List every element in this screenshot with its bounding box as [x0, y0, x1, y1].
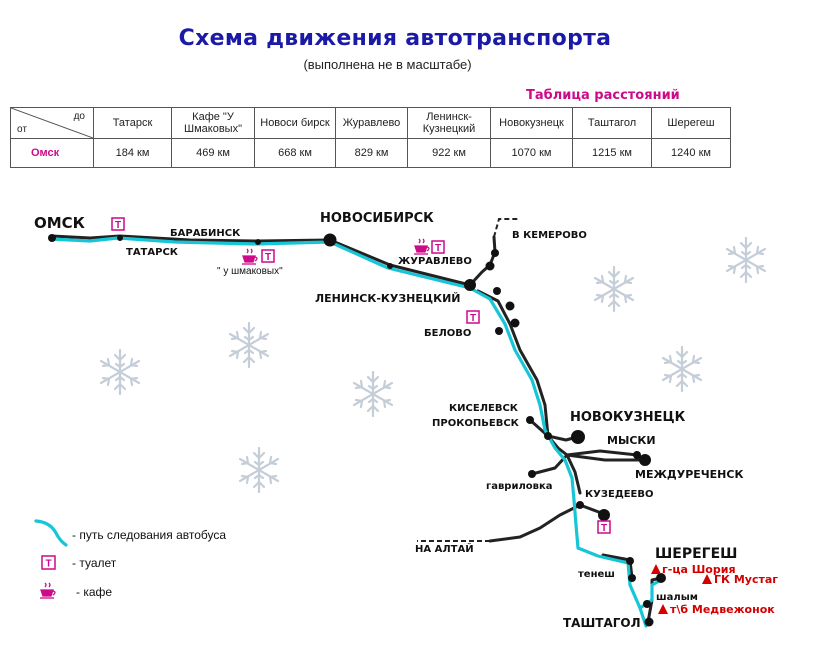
- toilet-icon: T: [597, 520, 611, 534]
- svg-text:T: T: [435, 243, 441, 254]
- city-label-shmakovykh: " у шмаковых": [217, 266, 283, 277]
- header-sheregesh: Шерегеш: [651, 107, 731, 139]
- toilet-icon: T: [466, 310, 480, 324]
- header-novosibirsk: Новоси бирск: [254, 107, 336, 139]
- city-label-altai: НА АЛТАЙ: [415, 542, 474, 555]
- page-title: Схема движения автотранспорта: [178, 26, 612, 51]
- city-label-barabinsk: БАРАБИНСК: [170, 228, 241, 239]
- city-label-omsk: ОМСК: [34, 214, 86, 232]
- road-to-kemerovo: [493, 218, 518, 238]
- distance-table-title: Таблица расстояний: [526, 88, 680, 103]
- city-label-novosibirsk: НОВОСИБИРСК: [320, 211, 434, 226]
- subtitle: (выполнена не в масштабе): [303, 57, 472, 72]
- distance-table-row: Омск 184 км 469 км 668 км 829 км 922 км …: [10, 138, 731, 168]
- legend-route-swatch: [34, 519, 68, 547]
- svg-text:T: T: [115, 220, 121, 231]
- header-tatarsk: Татарск: [93, 107, 172, 139]
- city-markers: [48, 233, 666, 627]
- city-label-leninsk: ЛЕНИНСК-КУЗНЕЦКИЙ: [315, 292, 461, 305]
- distance-cell: 1240 км: [651, 138, 731, 168]
- city-label-tashtagol: ТАШТАГОЛ: [563, 616, 641, 630]
- city-label-shalym: шалым: [656, 592, 698, 603]
- city-label-kiselevsk: КИСЕЛЕВСК: [449, 403, 519, 414]
- svg-text:т\б Медвежонок: т\б Медвежонок: [670, 603, 775, 616]
- svg-text:T: T: [470, 313, 476, 324]
- poi-gk-mustag: ГК Мустаг: [702, 573, 778, 586]
- toilet-icon: T: [111, 217, 125, 231]
- city-label-myski: МЫСКИ: [607, 434, 656, 447]
- city-label-prokopevsk: ПРОКОПЬЕВСК: [432, 418, 520, 429]
- toilet-icon: T: [431, 240, 445, 254]
- city-label-kuzedeevo: КУЗЕДЕЕВО: [585, 489, 654, 500]
- svg-text:г-ца Шория: г-ца Шория: [662, 563, 736, 576]
- city-label-belovo: БЕЛОВО: [424, 328, 471, 339]
- distance-cell: 469 км: [171, 138, 255, 168]
- cafe-icon: [414, 238, 430, 255]
- svg-text:T: T: [601, 523, 607, 534]
- header-zhuravlevo: Журавлево: [335, 107, 408, 139]
- city-label-mezhdurechensk: МЕЖДУРЕЧЕНСК: [635, 468, 743, 481]
- svg-text:T: T: [45, 559, 51, 570]
- table-corner: до от: [10, 107, 94, 139]
- cafe-icon: [242, 248, 258, 265]
- city-label-gavrilovka: гавриловка: [486, 481, 553, 492]
- city-label-tenesh: тенеш: [578, 569, 615, 580]
- city-label-novokuznetsk: НОВОКУЗНЕЦК: [570, 410, 686, 425]
- distance-cell: 1070 км: [490, 138, 573, 168]
- distance-cell: 1215 км: [572, 138, 652, 168]
- distance-cell: 922 км: [407, 138, 491, 168]
- corner-diagonal: [11, 108, 93, 138]
- city-label-kemerovo: В КЕМЕРОВО: [512, 230, 587, 241]
- legend-route-label: - путь следования автобуса: [72, 528, 226, 542]
- distance-cell: 829 км: [335, 138, 408, 168]
- legend: - путь следования автобуса T - туалет - …: [34, 519, 226, 599]
- poi-medvezhonok: т\б Медвежонок: [658, 603, 775, 616]
- city-label-zhuravlevo: ЖУРАВЛЕВО: [398, 256, 472, 267]
- city-label-tatarsk: ТАТАРСК: [126, 247, 179, 258]
- city-label-sheregesh: ШЕРЕГЕШ: [655, 546, 737, 562]
- legend-toilet-label: - туалет: [72, 556, 117, 570]
- corner-from-label: от: [17, 124, 27, 135]
- svg-text:T: T: [265, 252, 271, 263]
- legend-cafe-label: - кафе: [76, 585, 112, 599]
- svg-text:ГК Мустаг: ГК Мустаг: [714, 573, 778, 586]
- toilet-icon: T: [261, 249, 275, 263]
- header-tashtagol: Таштагол: [572, 107, 652, 139]
- legend-cafe-icon: [40, 582, 56, 599]
- distance-cell: 668 км: [254, 138, 336, 168]
- legend-toilet-icon: T: [41, 555, 56, 570]
- corner-to-label: до: [73, 111, 85, 122]
- header-novokuznetsk: Новокузнецк: [490, 107, 573, 139]
- poi-hotel-shoria: г-ца Шория: [651, 563, 736, 576]
